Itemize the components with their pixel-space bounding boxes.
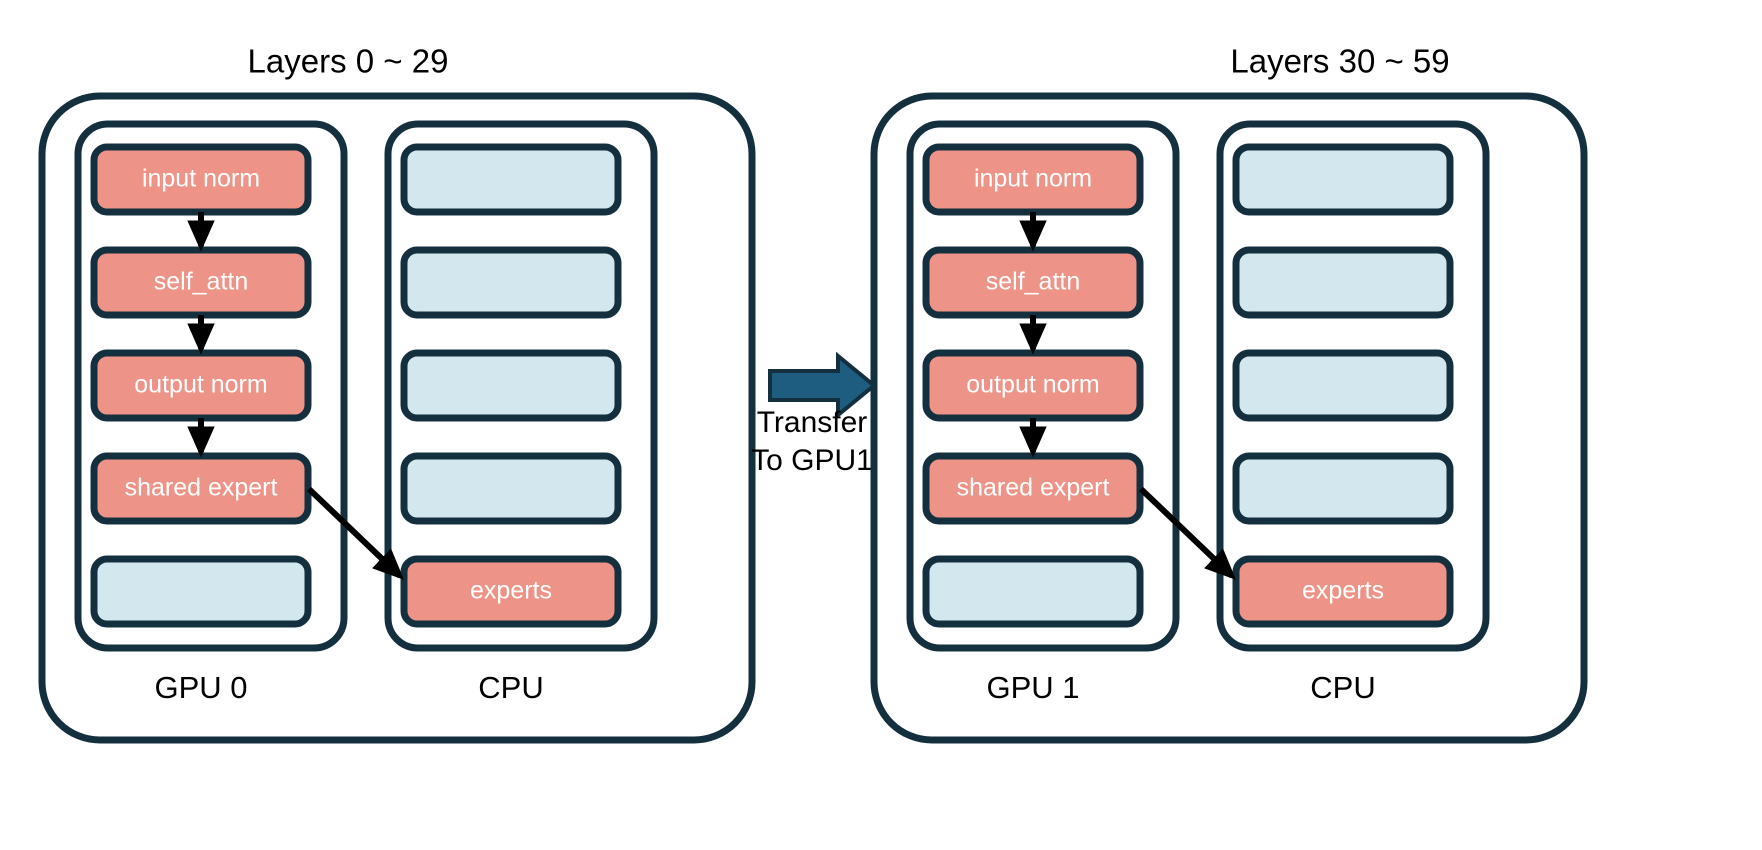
cpu0-block-4-label: experts	[470, 577, 552, 605]
cpu1-column-footer: CPU	[1310, 670, 1375, 705]
transfer-arrow-group[interactable]: Transfer To GPU1	[751, 351, 878, 477]
panel-left[interactable]: Layers 0 ~ 29 input norm self_attn outpu…	[38, 43, 756, 744]
gpu1-to-experts-arrow	[1138, 486, 1237, 580]
gpu0-block-4-rect[interactable]	[90, 555, 312, 628]
cpu1-block-1[interactable]	[1232, 246, 1454, 319]
cpu1-block-1-rect[interactable]	[1232, 246, 1454, 319]
gpu1-block-1[interactable]: self_attn	[922, 246, 1144, 319]
cpu1-block-2-rect[interactable]	[1232, 349, 1454, 422]
gpu1-block-4-rect[interactable]	[922, 555, 1144, 628]
gpu1-block-2[interactable]: output norm	[922, 349, 1144, 422]
cpu0-block-3-rect[interactable]	[400, 452, 622, 525]
cpu0-block-3[interactable]	[400, 452, 622, 525]
gpu0-to-experts-arrow	[306, 486, 405, 580]
transfer-label-line2: To GPU1	[751, 444, 873, 477]
gpu0-block-2[interactable]: output norm	[90, 349, 312, 422]
cpu1-block-4-rect[interactable]	[1232, 555, 1454, 628]
cpu1-block-0[interactable]	[1232, 143, 1454, 216]
gpu1-block-2-label: output norm	[966, 371, 1099, 399]
gpu0-column-footer: GPU 0	[154, 670, 247, 705]
gpu0-block-3-label: shared expert	[125, 474, 278, 502]
gpu1-column-footer: GPU 1	[986, 670, 1079, 705]
cpu1-block-3[interactable]	[1232, 452, 1454, 525]
gpu1-block-0-label: input norm	[974, 165, 1092, 193]
transfer-arrow-icon[interactable]	[768, 351, 878, 420]
gpu1-block-3-label: shared expert	[957, 474, 1110, 502]
cpu0-column-footer: CPU	[478, 670, 543, 705]
panel-left-title: Layers 0 ~ 29	[248, 43, 449, 80]
cpu0-block-4-rect[interactable]	[400, 555, 622, 628]
transfer-label-line1: Transfer	[757, 406, 868, 439]
gpu0-block-1-label: self_attn	[154, 268, 249, 296]
cpu1-block-2[interactable]	[1232, 349, 1454, 422]
cpu0-block-2[interactable]	[400, 349, 622, 422]
gpu0-block-0-label: input norm	[142, 165, 260, 193]
gpu0-block-3[interactable]: shared expert	[90, 452, 312, 525]
cpu1-block-4-label: experts	[1302, 577, 1384, 605]
cpu1-block-3-rect[interactable]	[1232, 452, 1454, 525]
panel-right[interactable]: Layers 30 ~ 59 input norm self_attn outp…	[870, 43, 1588, 744]
panel-right-title: Layers 30 ~ 59	[1230, 43, 1449, 80]
gpu1-block-3[interactable]: shared expert	[922, 452, 1144, 525]
gpu0-block-0[interactable]: input norm	[90, 143, 312, 216]
gpu0-block-4[interactable]	[90, 555, 312, 628]
cpu0-block-0-rect[interactable]	[400, 143, 622, 216]
gpu0-block-2-label: output norm	[134, 371, 267, 399]
gpu0-block-1[interactable]: self_attn	[90, 246, 312, 319]
cpu0-block-1[interactable]	[400, 246, 622, 319]
cpu0-block-4[interactable]: experts	[400, 555, 622, 628]
cpu1-block-4[interactable]: experts	[1232, 555, 1454, 628]
cpu1-block-0-rect[interactable]	[1232, 143, 1454, 216]
cpu0-block-2-rect[interactable]	[400, 349, 622, 422]
cpu0-block-0[interactable]	[400, 143, 622, 216]
gpu1-block-4[interactable]	[922, 555, 1144, 628]
cpu0-block-1-rect[interactable]	[400, 246, 622, 319]
gpu1-block-0[interactable]: input norm	[922, 143, 1144, 216]
gpu1-block-1-label: self_attn	[986, 268, 1081, 296]
